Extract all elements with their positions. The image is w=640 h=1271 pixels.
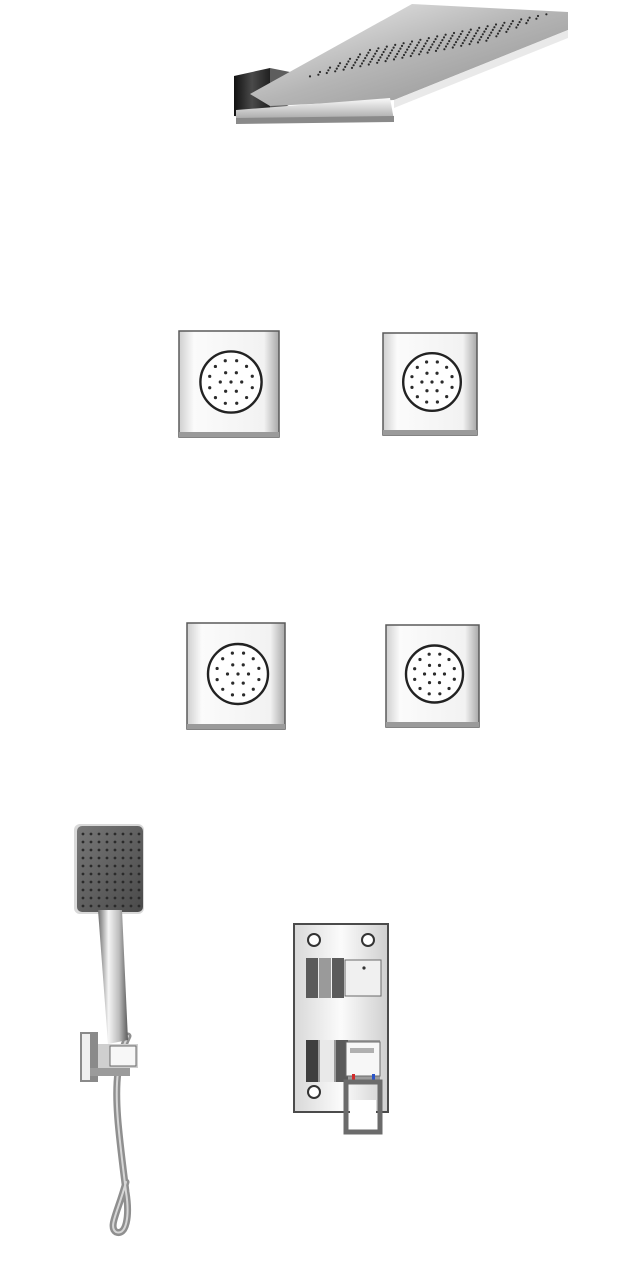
body-jet-icon xyxy=(186,622,286,730)
rain-shower-head-icon xyxy=(230,0,575,130)
body-jet-icon xyxy=(385,624,480,728)
body-jet-icon xyxy=(382,332,478,436)
body-jet-icon xyxy=(178,330,280,438)
hand-shower-icon xyxy=(68,822,188,1237)
diverter-mixer-icon xyxy=(292,922,392,1136)
